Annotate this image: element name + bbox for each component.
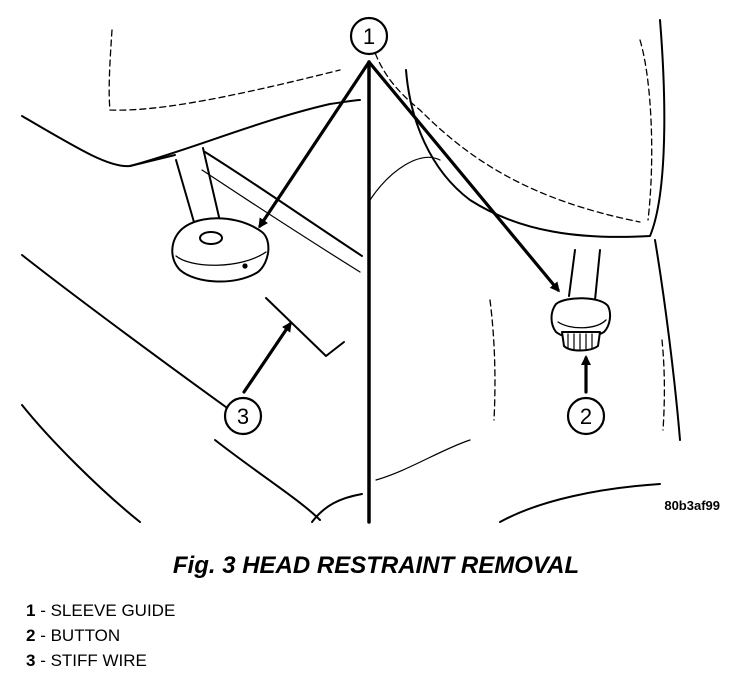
leader-arrow-1-to-left-sleeve — [258, 60, 371, 229]
legend-item-text: SLEEVE GUIDE — [50, 601, 176, 620]
right-post-right-edge — [594, 249, 601, 301]
left-seat-line-1 — [21, 254, 231, 411]
image-reference-code: 80b3af99 — [664, 498, 720, 513]
legend-item-number: 1 — [26, 601, 36, 620]
left-panel-line-2 — [201, 169, 361, 273]
button-body — [561, 331, 601, 352]
right-seat-line-1 — [654, 239, 681, 441]
legend-item-separator: - — [35, 601, 51, 620]
figure-caption-title: Fig. 3 HEAD RESTRAINT REMOVAL — [172, 552, 580, 579]
right-headrest-stitch-2 — [639, 39, 653, 221]
left-sleeve-guide-dot — [242, 263, 248, 269]
right-headrest-stitch — [371, 43, 641, 223]
left-seat-line-2 — [21, 404, 141, 523]
callout-label-1: 1 — [363, 24, 375, 49]
head-restraint-illustration: 1 3 2 — [21, 16, 681, 524]
callout-1: 1 — [349, 16, 389, 56]
callout-label-3: 3 — [237, 404, 249, 429]
left-bottom-curve — [311, 493, 363, 523]
leader-arrow-3-to-wire — [242, 321, 292, 394]
right-seatback-outline — [405, 19, 666, 238]
callout-2: 2 — [566, 396, 606, 436]
right-seat-dashed-2 — [661, 339, 666, 431]
legend-item: 2 - BUTTON — [26, 623, 175, 648]
legend-item-text: BUTTON — [50, 626, 121, 645]
left-sleeve-guide — [171, 217, 270, 283]
legend-item-number: 3 — [26, 651, 36, 670]
left-seatback-side — [129, 154, 176, 167]
left-sleeve-guide-rim — [175, 251, 267, 266]
right-seat-curve — [369, 156, 441, 201]
legend-item-number: 2 — [26, 626, 36, 645]
leader-arrow-1-to-right-sleeve — [367, 60, 560, 293]
left-post-right-edge — [202, 147, 223, 231]
left-seat-line-3 — [214, 439, 321, 521]
stiff-wire — [265, 297, 345, 357]
callout-circle-2 — [566, 396, 606, 436]
left-seatback-outline — [21, 99, 361, 168]
right-bottom-curve — [499, 483, 661, 523]
callout-label-2: 2 — [580, 404, 592, 429]
right-sleeve-guide — [550, 297, 612, 339]
button-ridges — [567, 333, 593, 351]
left-sleeve-hole — [199, 231, 223, 245]
callout-circle-3 — [223, 396, 263, 436]
legend-item: 3 - STIFF WIRE — [26, 648, 175, 673]
legend-item-separator: - — [35, 626, 51, 645]
legend-item: 1 - SLEEVE GUIDE — [26, 598, 175, 623]
right-sleeve-guide-band — [557, 319, 607, 329]
legend-item-separator: - — [35, 651, 51, 670]
legend-item-text: STIFF WIRE — [50, 651, 147, 670]
legend-list: 1 - SLEEVE GUIDE 2 - BUTTON 3 - STIFF WI… — [26, 598, 175, 673]
left-headrest-stitch — [108, 29, 341, 111]
callout-3: 3 — [223, 396, 263, 436]
right-seat-front — [375, 439, 471, 481]
callout-circle-1 — [349, 16, 389, 56]
right-seat-dashed — [489, 299, 496, 421]
right-post-left-edge — [568, 249, 576, 297]
